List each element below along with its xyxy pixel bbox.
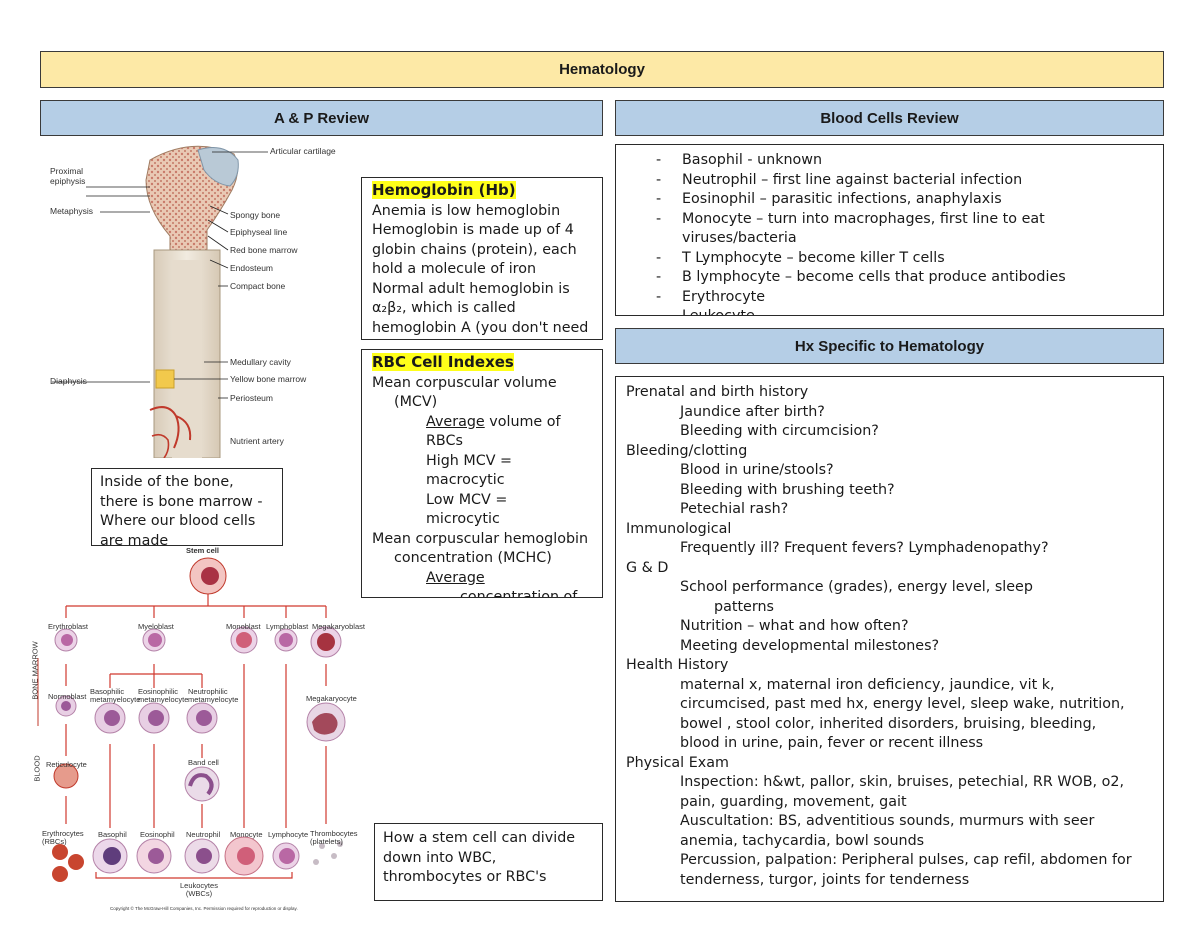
list-item: Basophil - unknown	[616, 151, 1123, 171]
hx-item: Bleeding with brushing teeth?	[680, 481, 895, 498]
mchc-term: Mean corpuscular hemoglobin concentratio…	[372, 530, 589, 567]
hx-item: Blood in urine/stools?	[680, 462, 834, 478]
hx-item-continuation: patterns	[714, 598, 774, 615]
spongy-bone-label: Spongy bone	[230, 210, 281, 220]
rbc-indexes-box: RBC Cell Indexes Mean corpuscular volume…	[361, 349, 603, 598]
hx-item: maternal x, maternal iron deficiency, ja…	[680, 676, 1125, 752]
page-title: Hematology	[40, 51, 1164, 88]
stem-cell-label: Stem cell	[186, 546, 219, 555]
basophilic-label: Basophilic metamyelocyte	[90, 687, 141, 704]
bone-marrow-axis-label: BONE MARROW	[30, 641, 40, 700]
megakaryocyte-label: Megakaryocyte	[306, 694, 357, 703]
hx-item: Percussion, palpation: Peripheral pulses…	[680, 852, 1132, 888]
bone-diagram: Articular cartilage Proximal epiphysis M…	[42, 140, 360, 459]
mchc-average-underlined: Average	[426, 569, 485, 586]
thrombocytes-label: Thrombocytes (platelets)	[310, 829, 358, 846]
blood-cell-lineage-illustration	[37, 557, 346, 882]
epiphyseal-line-label: Epiphyseal line	[230, 227, 288, 237]
long-bone-illustration	[52, 145, 268, 459]
list-item: Monocyte – turn into macrophages, first …	[616, 210, 1123, 249]
hx-item: Petechial rash?	[680, 501, 789, 517]
hemoglobin-line: Anemia is low hemoglobin	[372, 202, 561, 219]
lymphoblast-label: Lymphoblast	[266, 622, 309, 631]
compact-bone-label: Compact bone	[230, 281, 286, 291]
basophil-label: Basophil	[98, 830, 127, 839]
copyright-label: Copyright © The McGraw-Hill Companies, I…	[110, 906, 298, 911]
hx-item: Bleeding with circumcision?	[680, 423, 879, 439]
hx-section-title: Prenatal and birth history	[626, 384, 809, 400]
hx-section-title: Physical Exam	[626, 754, 729, 771]
normoblast-label: Normoblast	[48, 692, 87, 701]
stem-cell-note-text: How a stem cell can divide down into WBC…	[383, 830, 576, 885]
stem-cell-note: How a stem cell can divide down into WBC…	[374, 823, 603, 901]
myeloblast-label: Myeloblast	[138, 622, 174, 631]
megakaryoblast-label: Megakaryoblast	[312, 622, 365, 631]
metaphysis-label: Metaphysis	[50, 206, 93, 216]
rbc-indexes-title: RBC Cell Indexes	[372, 353, 514, 371]
hx-section-title: Bleeding/clotting	[626, 442, 748, 459]
list-item: B lymphocyte – become cells that produce…	[616, 268, 1123, 288]
neutrophil-label: Neutrophil	[186, 830, 221, 839]
blood-cells-box: Basophil - unknown Neutrophil – first li…	[615, 144, 1164, 316]
erythroblast-label: Erythroblast	[48, 622, 89, 631]
eosinophilic-label: Eosinophilic metamyelocyte	[138, 687, 189, 704]
hemoglobin-line: Hemoglobin is made up of 4 globin chains…	[372, 222, 577, 277]
endosteum-label: Endosteum	[230, 263, 273, 273]
bone-marrow-note: Inside of the bone, there is bone marrow…	[91, 468, 283, 546]
hx-item: Nutrition – what and how often?	[680, 618, 909, 634]
yellow-bone-marrow-label: Yellow bone marrow	[230, 374, 307, 384]
hx-section-title: Health History	[626, 657, 729, 673]
red-bone-marrow-label: Red bone marrow	[230, 245, 298, 255]
leukocytes-label: Leukocytes (WBCs)	[180, 881, 218, 898]
hx-box: Prenatal and birth history Jaundice afte…	[615, 376, 1164, 902]
mcv-average-rest: volume of RBCs	[426, 413, 561, 450]
articular-cartilage-label: Articular cartilage	[270, 146, 336, 156]
mcv-average: Average volume of RBCs	[372, 413, 592, 452]
band-cell-label: Band cell	[188, 758, 219, 767]
list-item: Neutrophil – first line against bacteria…	[616, 171, 1123, 191]
hemoglobin-line: Normal adult hemoglobin is α₂β₂, which i…	[372, 280, 589, 336]
hematopoiesis-diagram: Stem cell Erythroblast Myeloblast Monobl…	[30, 546, 370, 916]
list-item: Eosinophil – parasitic infections, anaph…	[616, 190, 1123, 210]
list-item: T Lymphocyte – become killer T cells	[616, 249, 1123, 269]
hx-item: Frequently ill? Frequent fevers? Lymphad…	[680, 540, 1049, 556]
mchc-average-rest: concentration of	[460, 589, 578, 598]
hx-section-title: Immunological	[626, 520, 732, 537]
blood-cells-header: Blood Cells Review	[615, 100, 1164, 136]
mchc-average: Average	[372, 569, 592, 589]
eosinophil-label: Eosinophil	[140, 830, 175, 839]
mcv-high: High MCV = macrocytic	[426, 452, 513, 489]
proximal-epiphysis-label: Proximal epiphysis	[50, 166, 86, 186]
periosteum-label: Periosteum	[230, 393, 273, 403]
nutrient-artery-label: Nutrient artery	[230, 436, 284, 446]
hx-item: Auscultation: BS, adventitious sounds, m…	[680, 813, 1095, 849]
hx-item: Jaundice after birth?	[680, 403, 825, 420]
mcv-average-underlined: Average	[426, 413, 485, 430]
hx-header: Hx Specific to Hematology	[615, 328, 1164, 364]
hx-item: School performance (grades), energy leve…	[680, 579, 1033, 595]
ap-review-header: A & P Review	[40, 100, 603, 136]
reticulocyte-label: Reticulocyte	[46, 760, 87, 769]
list-item: Leukocyte	[616, 307, 1123, 315]
bone-marrow-note-text: Inside of the bone, there is bone marrow…	[100, 474, 263, 546]
lymphocyte-label: Lymphocyte	[268, 830, 309, 839]
medullary-cavity-label: Medullary cavity	[230, 357, 291, 367]
hemoglobin-title: Hemoglobin (Hb)	[372, 181, 516, 199]
hx-item: Inspection: h&wt, pallor, skin, bruises,…	[680, 774, 1124, 810]
erythrocytes-label: Erythrocytes (RBCs)	[42, 829, 84, 846]
hemoglobin-box: Hemoglobin (Hb) Anemia is low hemoglobin…	[361, 177, 603, 340]
hx-item: Meeting developmental milestones?	[680, 637, 940, 654]
diaphysis-label: Diaphysis	[50, 376, 87, 386]
monocyte-label: Monocyte	[230, 830, 263, 839]
mcv-low: Low MCV = microcytic	[426, 491, 508, 528]
mcv-term: Mean corpuscular volume (MCV)	[372, 374, 557, 411]
neutrophilic-label: Neutrophilic metamyelocyte	[188, 687, 239, 704]
list-item: Erythrocyte	[616, 288, 1123, 308]
blood-axis-label: BLOOD	[32, 755, 42, 782]
monoblast-label: Monoblast	[226, 622, 261, 631]
hx-section-title: G & D	[626, 559, 669, 576]
